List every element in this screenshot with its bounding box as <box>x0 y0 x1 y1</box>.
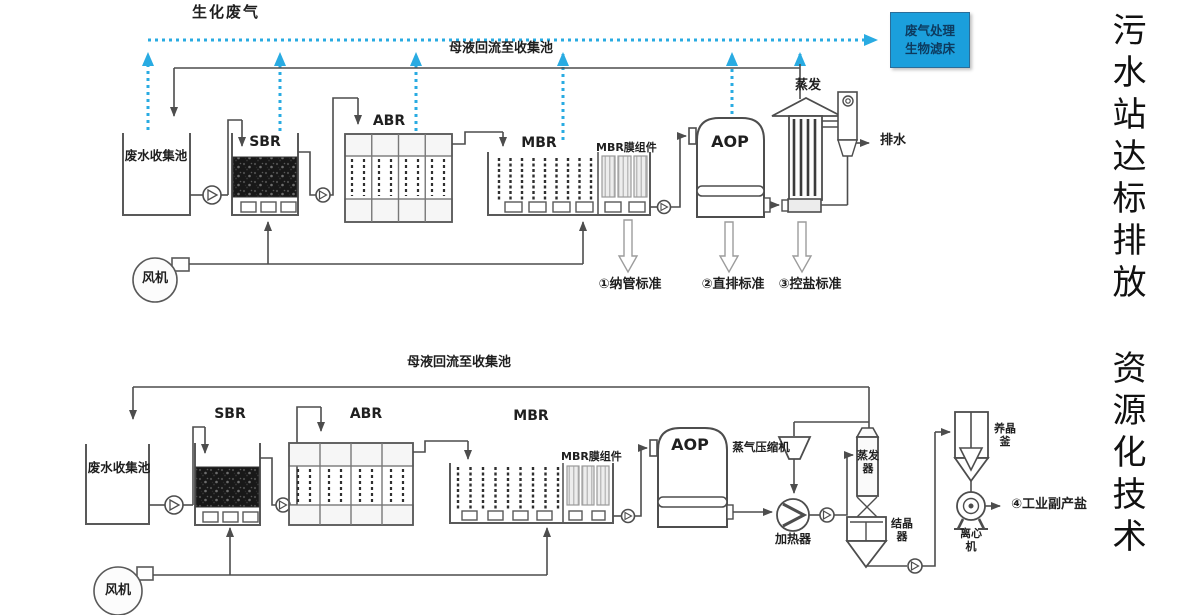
standard-2-label: ②直排标准 <box>701 277 765 292</box>
bottom-aop-vessel <box>657 427 734 528</box>
gas-treatment-biofilter-box: 废气处理 生物滤床 <box>890 12 970 68</box>
top-fan-label: 风机 <box>141 271 168 286</box>
top-sbr-tank <box>231 133 299 216</box>
heater <box>776 498 810 532</box>
compressor-label: 蒸气压缩机 <box>732 440 790 454</box>
bottom-collection-tank-label: 废水收集池 <box>87 460 151 475</box>
crystallizer-kettle-pipe <box>866 428 951 574</box>
bottom-abr-tank <box>288 442 414 526</box>
standard-3-label: ③控盐标准 <box>778 277 842 292</box>
bottom-fan-air <box>93 527 551 615</box>
top-mbr-aop-pipe <box>650 127 697 215</box>
top-sbr-abr-pipe <box>298 97 362 203</box>
bottom-fan-label: 风机 <box>104 583 131 598</box>
standard-arrows <box>617 219 813 274</box>
bottom-abr-label: ABR <box>349 406 383 422</box>
standard-1-label: ①纳管标准 <box>598 277 662 292</box>
top-fan-air <box>132 221 587 303</box>
bottom-reflux-line <box>129 386 870 436</box>
centrifuge-label: 离心机 <box>960 527 982 553</box>
heater-evaporator-pipe <box>809 451 854 523</box>
top-reflux-label: 母液回流至收集池 <box>448 41 553 56</box>
top-reflux-line <box>170 64 801 117</box>
top-aop-vessel <box>696 117 771 218</box>
top-mbr-label: MBR <box>521 135 557 151</box>
top-abr-tank <box>344 133 453 223</box>
vapor-compressor <box>777 436 812 494</box>
heater-label: 加热器 <box>774 532 811 546</box>
title-resource: 资源化技术 <box>1106 350 1146 560</box>
bottom-mbr-label: MBR <box>513 408 549 424</box>
bottom-membrane-label: MBR膜组件 <box>561 450 622 463</box>
bottom-abr-mbr-pipe <box>413 440 472 460</box>
bottom-aop-label: AOP <box>671 435 709 454</box>
gas-box-line2: 生物滤床 <box>904 41 955 56</box>
top-aop-label: AOP <box>711 132 749 151</box>
top-feed-pump <box>190 119 246 205</box>
growth-kettle-label: 养晶釜 <box>994 422 1016 448</box>
evaporator-crystallizer <box>845 427 888 569</box>
top-collection-tank-label: 废水收集池 <box>124 148 188 163</box>
top-membrane-label: MBR膜组件 <box>596 141 657 154</box>
bottom-mbr-tank <box>449 463 614 524</box>
top-abr-mbr-pipe <box>452 131 507 147</box>
top-sbr-label: SBR <box>249 134 281 150</box>
centrifuge <box>954 491 988 530</box>
crystallizer-label: 结晶器 <box>891 517 913 543</box>
top-abr-label: ABR <box>372 113 406 129</box>
bottom-sbr-label: SBR <box>214 406 246 422</box>
salt-output-label: ④工业副产盐 <box>1010 497 1087 512</box>
bottom-reflux-label: 母液回流至收集池 <box>406 355 511 370</box>
evaporator-label: 蒸发器 <box>857 449 879 475</box>
gas-box-line1: 废气处理 <box>904 22 955 38</box>
bottom-sbr-tank <box>194 443 261 526</box>
top-collection-tank <box>122 133 191 216</box>
crystal-growth-kettle <box>953 411 990 492</box>
top-evaporation-label: 蒸发 <box>794 78 821 93</box>
bottom-feed-pump <box>149 426 209 515</box>
title-discharge: 污水站达标排放 <box>1106 12 1146 306</box>
top-biogas-label: 生化废气 <box>191 3 260 21</box>
top-biogas-lines <box>142 34 878 140</box>
top-evaporator <box>771 91 858 213</box>
top-drain-label: 排水 <box>879 133 906 148</box>
top-mbr-tank <box>487 152 651 216</box>
bottom-collection-tank <box>85 444 150 525</box>
bottom-mbr-aop-pipe <box>613 439 658 524</box>
